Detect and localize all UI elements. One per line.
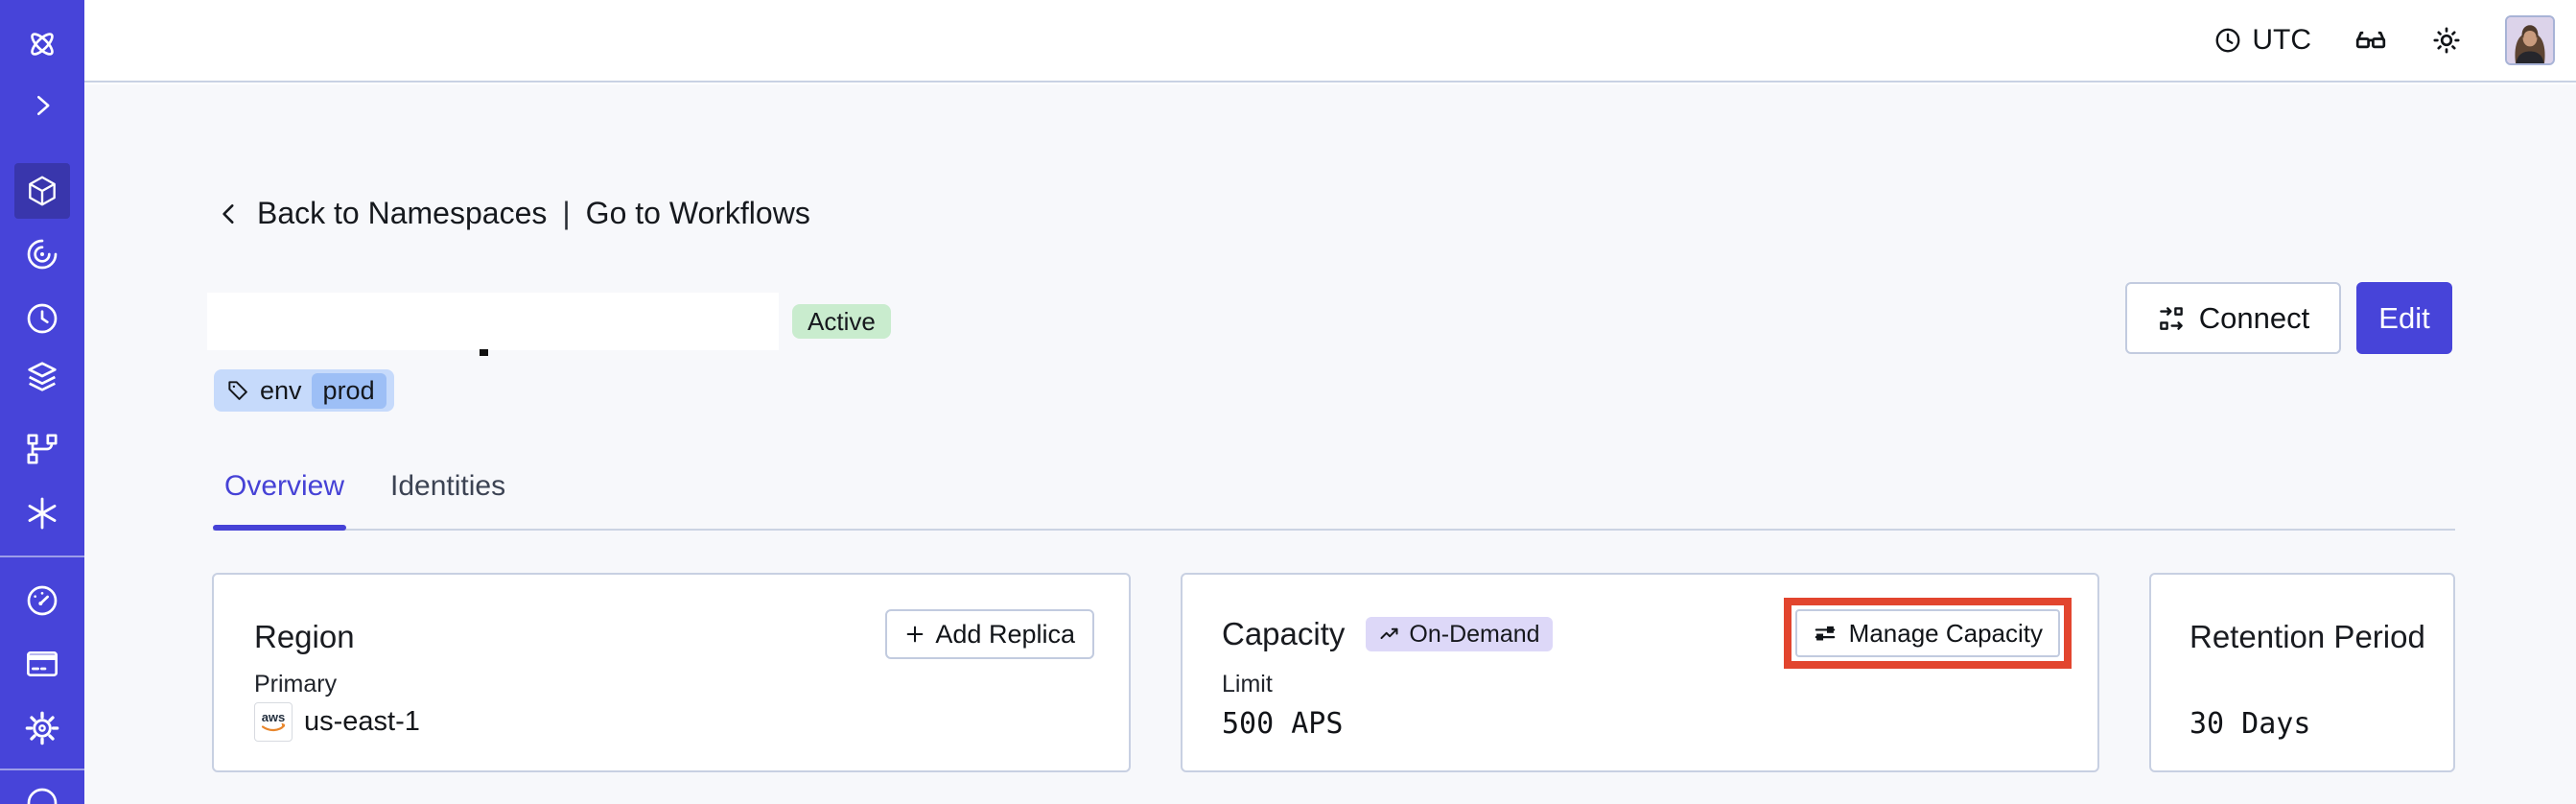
layers-icon	[28, 362, 57, 391]
plus-icon	[907, 626, 924, 643]
tag-value: prod	[311, 372, 386, 409]
theme-sun-icon[interactable]	[2430, 24, 2463, 57]
go-to-workflows-link[interactable]: Go to Workflows	[585, 196, 810, 230]
sidebar-item-namespaces[interactable]	[14, 163, 70, 219]
topbar-actions: UTC	[2213, 0, 2555, 81]
user-avatar[interactable]	[2505, 15, 2555, 65]
nexus-asterisk-icon	[28, 497, 57, 530]
namespaces-cube-icon	[29, 176, 56, 206]
sliders-icon	[1815, 626, 1835, 641]
settings-gear-icon	[25, 711, 59, 745]
tag-icon	[228, 381, 247, 400]
edit-button[interactable]: Edit	[2356, 282, 2452, 354]
sidebar-item-workflows[interactable]	[23, 235, 61, 273]
sidebar-item-batch[interactable]	[23, 357, 61, 395]
capacity-card: Capacity On-Demand Manage Capa	[1181, 573, 2099, 772]
sidebar	[0, 0, 84, 804]
limit-label: Limit	[1222, 671, 1273, 698]
region-card-title: Region	[254, 619, 355, 654]
sidebar-item-billing[interactable]	[23, 645, 61, 683]
retention-card-title: Retention Period	[2190, 619, 2425, 654]
connect-icon	[2159, 306, 2183, 330]
region-card: Region Add Replica Primary aws us-east-1	[212, 573, 1131, 772]
labs-glasses-icon[interactable]	[2354, 23, 2388, 58]
sidebar-divider	[0, 556, 84, 557]
retention-card: Retention Period 30 Days	[2149, 573, 2455, 772]
capacity-value: 500 APS	[1222, 707, 1344, 741]
region-value: us-east-1	[304, 706, 420, 737]
back-chevron-icon[interactable]	[217, 201, 242, 226]
primary-label: Primary	[254, 671, 338, 698]
highlight-annotation-box: Manage Capacity	[1783, 598, 2072, 669]
chevron-right-expand-icon[interactable]	[28, 91, 57, 120]
sidebar-item-usage[interactable]	[23, 581, 61, 620]
add-replica-label: Add Replica	[935, 619, 1075, 649]
capacity-card-title: Capacity	[1222, 616, 1346, 651]
tab-overview[interactable]: Overview	[224, 470, 345, 502]
on-demand-badge: On-Demand	[1366, 617, 1553, 651]
workflows-spiral-icon	[27, 239, 58, 270]
breadcrumb: Back to Namespaces | Go to Workflows	[217, 196, 810, 231]
active-tab-underline	[213, 525, 346, 531]
tabs-divider	[213, 529, 2455, 531]
svg-text:aws: aws	[262, 710, 286, 724]
partial-circle-icon[interactable]	[23, 784, 61, 804]
back-to-namespaces-link[interactable]: Back to Namespaces	[257, 196, 548, 230]
trend-up-icon	[1380, 627, 1398, 639]
timezone-selector[interactable]: UTC	[2213, 24, 2311, 57]
temporal-logo-icon[interactable]	[23, 25, 61, 63]
sidebar-item-schedules[interactable]	[23, 299, 61, 338]
add-replica-button[interactable]: Add Replica	[885, 609, 1094, 659]
timezone-label: UTC	[2252, 24, 2311, 56]
tabs: Overview Identities	[224, 470, 505, 503]
usage-gauge-icon	[27, 585, 58, 616]
tag-key: env	[260, 375, 302, 405]
connect-button-label: Connect	[2198, 300, 2310, 335]
manage-capacity-label: Manage Capacity	[1848, 618, 2043, 648]
sidebar-divider	[0, 769, 84, 770]
connect-button[interactable]: Connect	[2125, 282, 2341, 354]
topbar: UTC	[84, 0, 2576, 83]
breadcrumb-separator: |	[562, 196, 571, 230]
manage-capacity-button[interactable]: Manage Capacity	[1794, 609, 2060, 657]
aws-logo-icon: aws	[254, 702, 293, 742]
namespace-name-redacted	[207, 293, 779, 350]
tab-identities[interactable]: Identities	[390, 470, 506, 502]
retention-value: 30 Days	[2190, 707, 2311, 741]
namespace-tag-chip: env prod	[214, 369, 394, 412]
billing-card-icon	[27, 651, 59, 676]
sidebar-item-settings[interactable]	[23, 709, 61, 747]
redaction-artifact	[480, 349, 488, 356]
namespace-detail-page: Back to Namespaces | Go to Workflows Act…	[84, 84, 2576, 804]
schedules-clock-icon	[27, 303, 58, 334]
capacity-title-row: Capacity On-Demand	[1222, 613, 1553, 655]
clock-icon	[2215, 28, 2240, 53]
deployments-branch-icon	[27, 434, 58, 464]
sidebar-item-nexus[interactable]	[23, 494, 61, 532]
on-demand-label: On-Demand	[1409, 620, 1540, 648]
sidebar-item-deployments[interactable]	[23, 430, 61, 468]
region-value-row: aws us-east-1	[254, 702, 420, 742]
status-badge: Active	[792, 304, 891, 339]
